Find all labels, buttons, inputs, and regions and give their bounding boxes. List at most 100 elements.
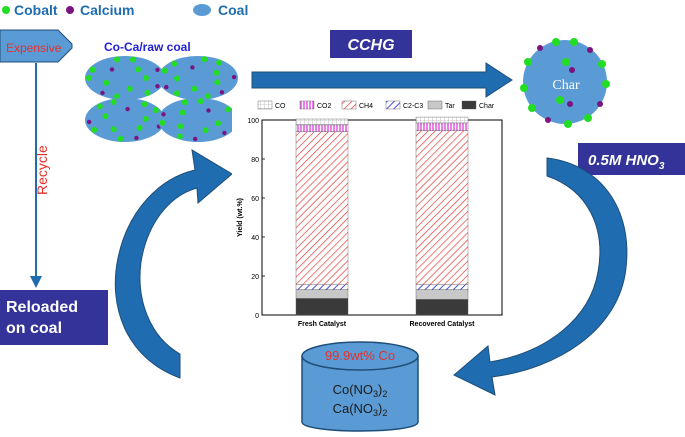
legend-swatch [299, 100, 315, 110]
char-label: Char [552, 78, 580, 93]
bar-segment-co2 [295, 124, 349, 132]
salt-calcium-nitrate: Ca(NO3)2 [333, 401, 388, 418]
y-tick-label: 80 [251, 157, 259, 164]
cobalt-dot [215, 120, 221, 127]
cobalt-dot [598, 60, 606, 68]
calcium-dot [545, 117, 551, 123]
salt1-main: Co(NO [333, 382, 373, 397]
cobalt-dot [204, 93, 211, 100]
coal-particle [85, 56, 165, 100]
cobalt-dot [213, 69, 220, 76]
legend-label: CH4 [359, 103, 373, 110]
bar-segment-char [295, 298, 349, 316]
salt1-sub2: 2 [382, 389, 387, 399]
reload-curved-arrow [114, 149, 233, 379]
y-tick-label: 60 [251, 196, 259, 203]
coal-particle [158, 98, 238, 142]
cchg-process: CCHG [251, 30, 513, 98]
acid-formula: 0.5M HNO [588, 152, 659, 169]
cobalt-dot [176, 133, 183, 140]
salt-cobalt-nitrate: Co(NO3)2 [333, 382, 388, 399]
calcium-dot [125, 106, 130, 112]
calcium-dot [206, 108, 211, 113]
legend-swatch [385, 100, 401, 110]
cobalt-dot [142, 115, 149, 122]
cobalt-dot [171, 60, 178, 67]
acid-label: 0.5M HNO3 [588, 152, 665, 172]
cobalt-dot [202, 127, 209, 134]
char-particle: Char [520, 38, 610, 128]
x-category-label: Recovered Catalyst [410, 321, 476, 328]
legend-label: CO2 [317, 103, 332, 110]
cobalt-dot-icon [2, 6, 10, 14]
cobalt-dot [524, 58, 532, 66]
cobalt-dot [528, 104, 536, 112]
bar-segment-tar [295, 289, 349, 299]
bar-segment-char [415, 299, 469, 316]
y-tick-label: 100 [247, 118, 259, 125]
y-axis-label: Yield (wt.%) [237, 198, 244, 237]
salt1-close: ) [378, 382, 382, 397]
calcium-dot-icon [66, 6, 74, 14]
cobalt-dot [556, 96, 564, 104]
calcium-dot [587, 47, 593, 53]
cchg-label: CCHG [347, 37, 394, 54]
recycle-arrow: Recycle [30, 63, 50, 288]
cobalt-dot [136, 124, 143, 131]
char-surface-dots [520, 38, 610, 128]
recycle-label: Recycle [34, 145, 50, 195]
x-category-label: Fresh Catalyst [298, 321, 347, 328]
cobalt-dot [141, 101, 148, 108]
calcium-dot [100, 90, 105, 96]
cobalt-dot [562, 58, 570, 66]
coal-particle [85, 98, 165, 142]
calcium-dot [86, 119, 92, 125]
cobalt-dot [173, 90, 180, 97]
calcium-dot [537, 45, 543, 51]
cobalt-dot [130, 56, 136, 63]
cobalt-dot [520, 84, 528, 92]
cobalt-dot [552, 38, 560, 46]
coal-name-label: Co-Ca/raw coal [104, 40, 191, 54]
cobalt-dot [584, 114, 592, 122]
cobalt-dot [602, 80, 610, 88]
coal-particle [158, 56, 238, 100]
bar-segment-c2-c3 [295, 284, 349, 290]
legend-label: C2-C3 [403, 103, 423, 110]
cobalt-dot [103, 79, 110, 86]
reloaded-line-1: Reloaded [6, 299, 78, 316]
legend-swatch [257, 100, 273, 110]
calcium-dot [161, 112, 166, 117]
bar-segment-ch4 [415, 130, 469, 285]
bar-segment-co [415, 116, 469, 124]
cobalt-dot [110, 99, 117, 105]
legend-swatch [461, 100, 477, 110]
legend-calcium: Calcium [80, 2, 134, 18]
calcium-dot [164, 84, 169, 90]
cobalt-dot [91, 126, 98, 133]
cobalt-dot [179, 109, 186, 116]
cobalt-dot [85, 75, 92, 81]
calcium-dot [231, 74, 237, 80]
calcium-dot [109, 67, 115, 72]
acid-box: 0.5M HNO3 [578, 143, 685, 175]
cobalt-dot [181, 99, 188, 106]
calcium-dot [155, 67, 160, 73]
salt2-sub2: 2 [382, 408, 387, 418]
top-legend: Cobalt Calcium Coal [2, 2, 248, 18]
cobalt-dot [174, 75, 181, 82]
recovery-label: 99.9wt% Co [325, 348, 395, 363]
calcium-dot [155, 84, 160, 89]
cobalt-dot [142, 75, 149, 81]
calcium-dot [597, 101, 603, 107]
coal-ellipse-icon [193, 4, 211, 16]
legend-coal: Coal [218, 2, 248, 18]
y-tick-label: 0 [255, 313, 259, 320]
cobalt-dot [152, 107, 159, 114]
calcium-dot [222, 130, 227, 136]
leaching-curved-arrow [453, 157, 628, 396]
bar-segment-tar [415, 289, 469, 300]
acid-subscript: 3 [659, 161, 665, 172]
